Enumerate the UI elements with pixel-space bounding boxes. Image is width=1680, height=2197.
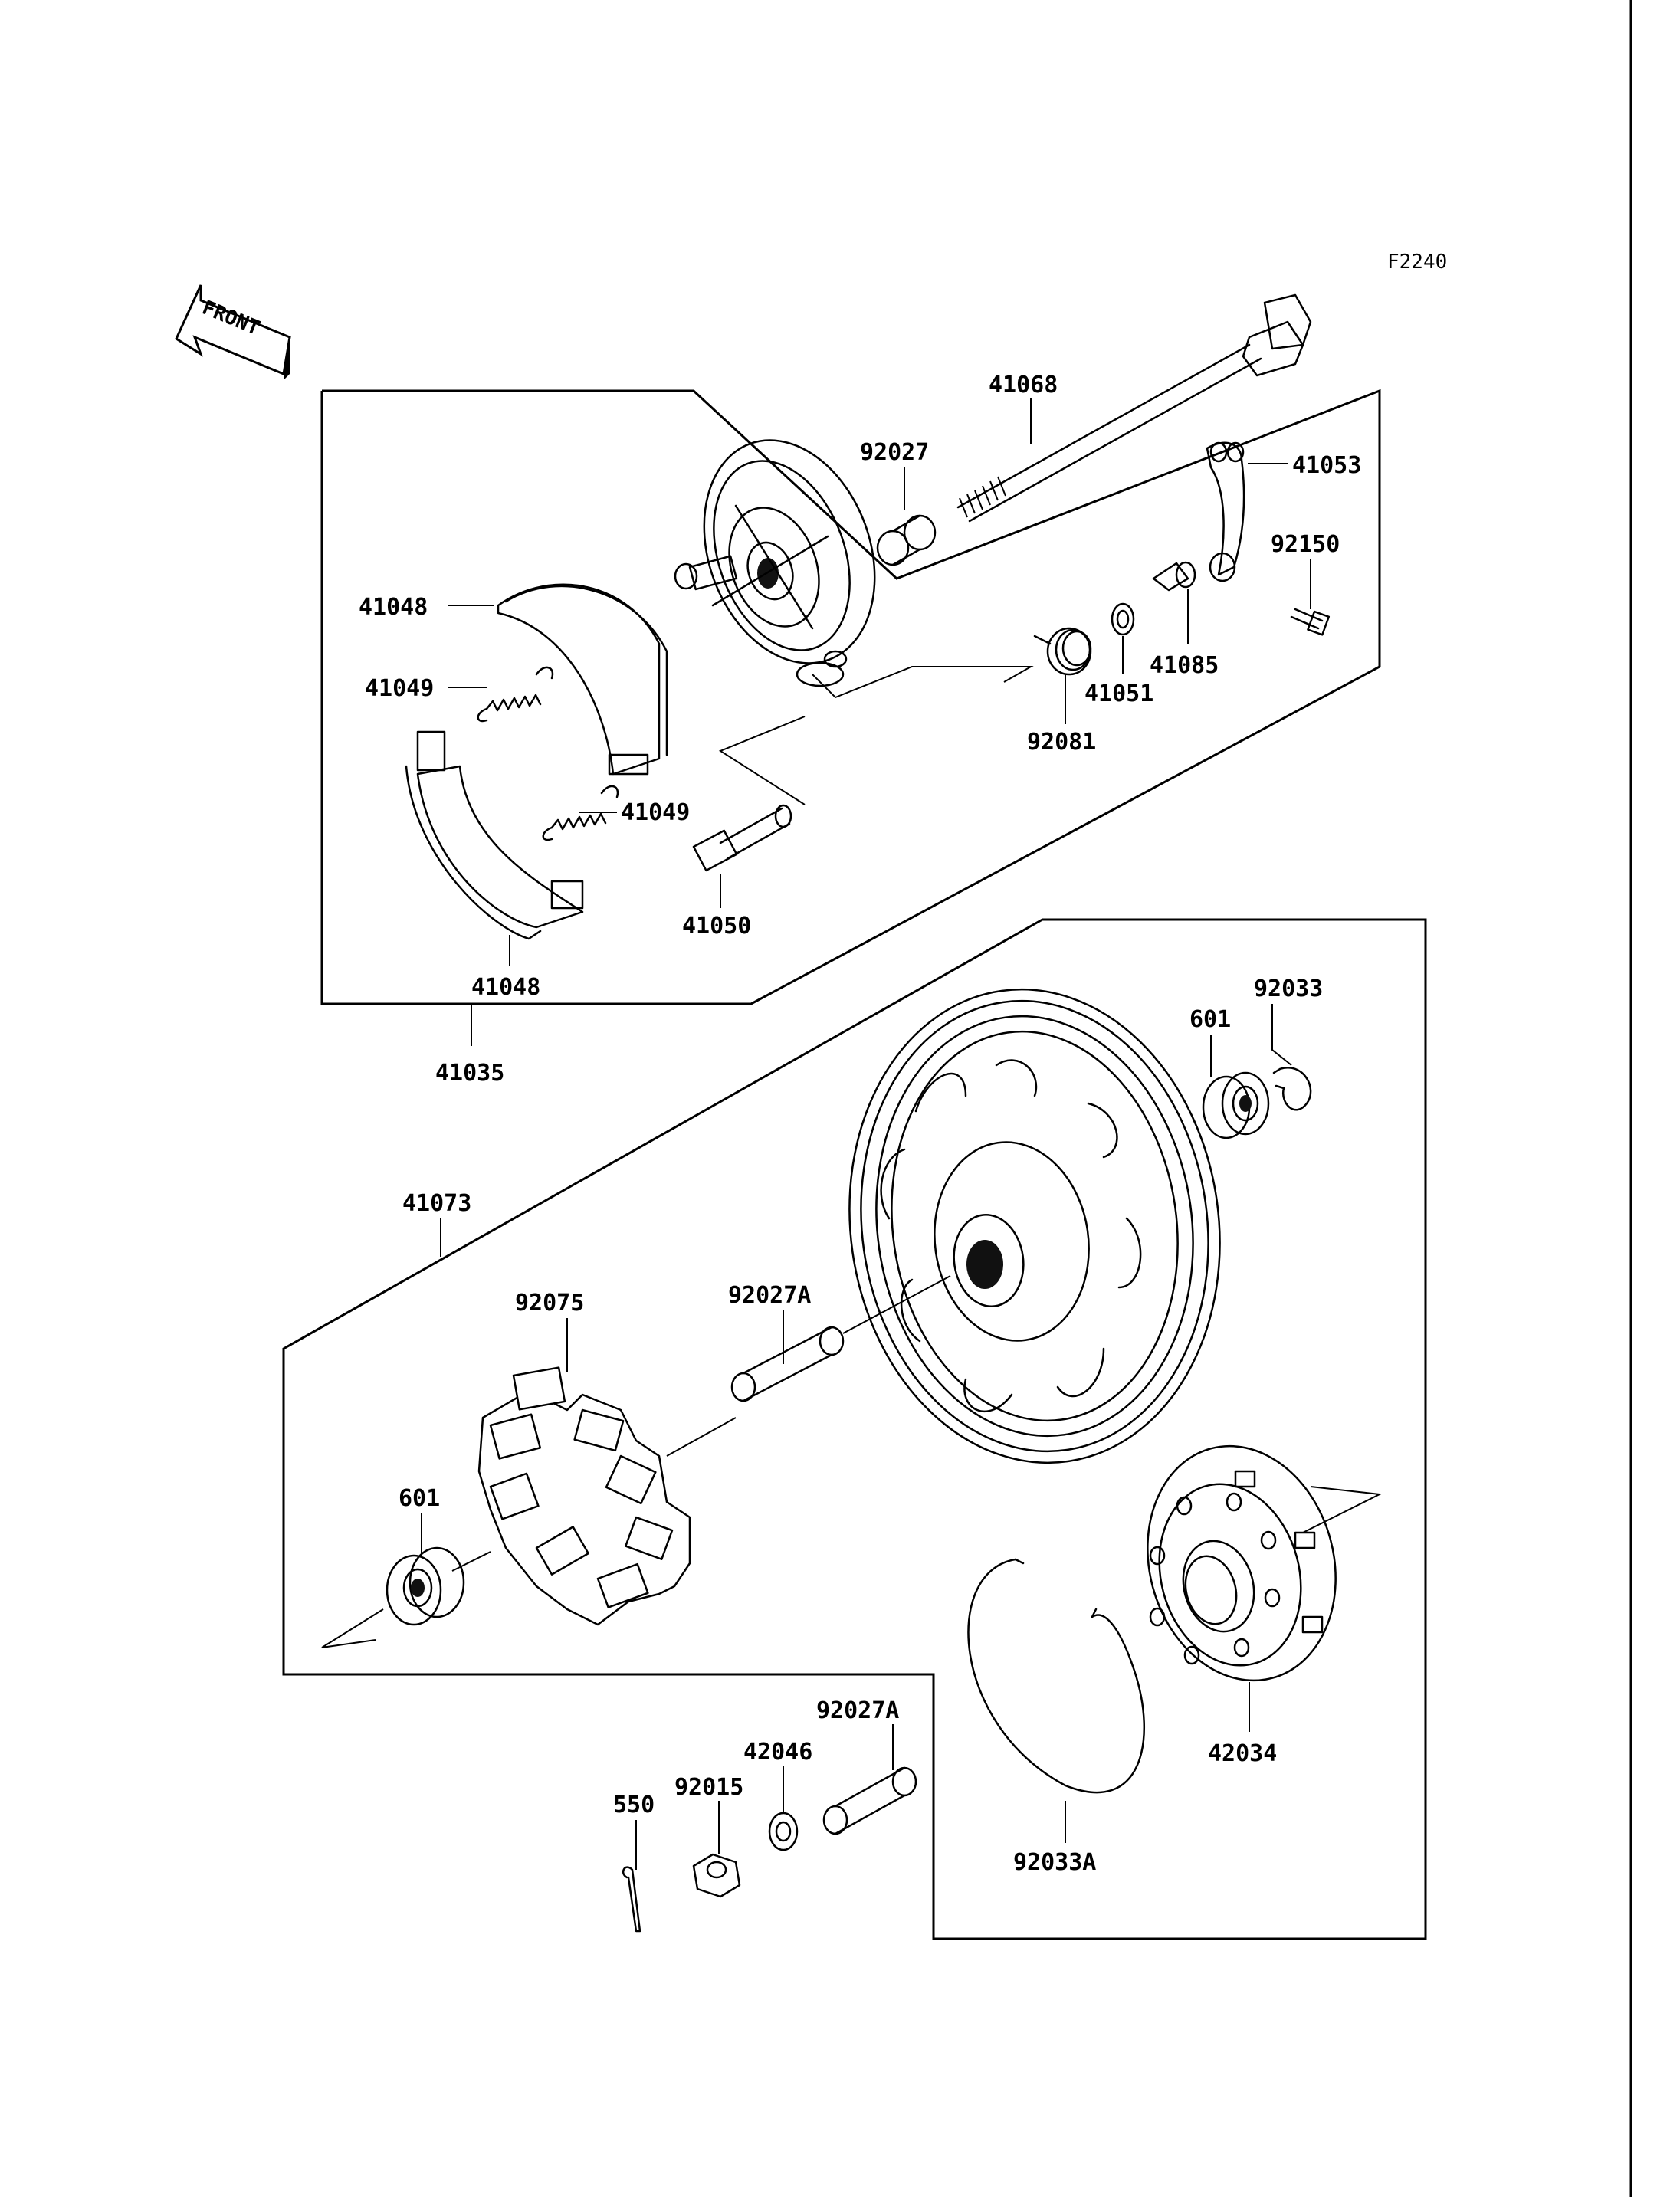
callout-92033: 92033 <box>1254 976 1323 1002</box>
callout-601-right: 601 <box>1189 1006 1231 1033</box>
callout-41068: 41068 <box>989 372 1058 398</box>
diagram-code: F2240 <box>1387 251 1447 274</box>
callout-92033a: 92033A <box>1013 1849 1096 1876</box>
sprocket-hub-42034 <box>1147 1444 1337 1682</box>
wheel-axis-lines <box>321 1275 1383 1648</box>
front-arrow-icon: FRONT <box>175 284 291 380</box>
axle-nut-92015 <box>692 1853 741 1898</box>
cotter-pin-550 <box>622 1866 641 1933</box>
callout-92027: 92027 <box>860 439 929 466</box>
circlip-92033 <box>1272 1067 1312 1111</box>
callout-42046: 42046 <box>743 1739 812 1766</box>
callout-41049-top: 41049 <box>365 675 434 702</box>
wheel-group-leaders <box>421 1004 1292 1870</box>
spring-top <box>477 666 554 723</box>
callout-92075: 92075 <box>515 1290 584 1317</box>
washer-42046 <box>768 1812 799 1851</box>
callout-41035: 41035 <box>435 1060 504 1087</box>
callout-92150: 92150 <box>1271 531 1340 558</box>
brake-shoe-bottom <box>405 730 584 940</box>
bearing-left <box>386 1546 465 1626</box>
callout-41048-top: 41048 <box>359 594 428 621</box>
callout-601-left: 601 <box>399 1485 440 1512</box>
spring-bottom <box>542 785 619 841</box>
callout-41051: 41051 <box>1084 680 1153 707</box>
callout-92015: 92015 <box>674 1774 743 1801</box>
callout-42034: 42034 <box>1208 1740 1277 1767</box>
rear-wheel <box>848 988 1221 1464</box>
brake-group-leaders <box>448 398 1311 1046</box>
wear-indicator-41085 <box>1152 561 1196 592</box>
callout-labels: 41068 92027 41053 92150 41048 41049 4104… <box>359 372 1361 1876</box>
callout-550: 550 <box>613 1792 655 1818</box>
return-spring-92081 <box>1033 627 1092 676</box>
brake-camshaft <box>692 804 792 872</box>
brake-group-outline <box>320 389 1381 1005</box>
collar-92027 <box>876 514 937 566</box>
collar-92027a-mid <box>730 1326 845 1402</box>
callout-41085: 41085 <box>1150 652 1219 679</box>
brake-shoe-top <box>497 583 668 776</box>
brake-lever-41053 <box>1206 441 1245 582</box>
bearing-right <box>1202 1071 1270 1139</box>
callout-41050: 41050 <box>682 913 751 939</box>
callout-92027a-mid: 92027A <box>728 1282 811 1309</box>
axle-shaft <box>956 293 1312 523</box>
callout-41049-bottom: 41049 <box>621 799 690 826</box>
callout-41048-bottom: 41048 <box>471 974 540 1001</box>
callout-41073: 41073 <box>402 1190 471 1217</box>
callout-92027a-low: 92027A <box>816 1697 899 1724</box>
washer-41051 <box>1111 602 1135 636</box>
collar-92027a-low <box>822 1766 917 1835</box>
brake-panel <box>674 439 876 687</box>
circlip-92033a <box>967 1558 1146 1794</box>
hub-damper-92075 <box>477 1366 691 1626</box>
bolt-92150 <box>1290 608 1331 636</box>
callout-41053: 41053 <box>1292 452 1361 479</box>
wheel-group-outline <box>282 918 1427 1940</box>
callout-92081: 92081 <box>1027 729 1096 756</box>
